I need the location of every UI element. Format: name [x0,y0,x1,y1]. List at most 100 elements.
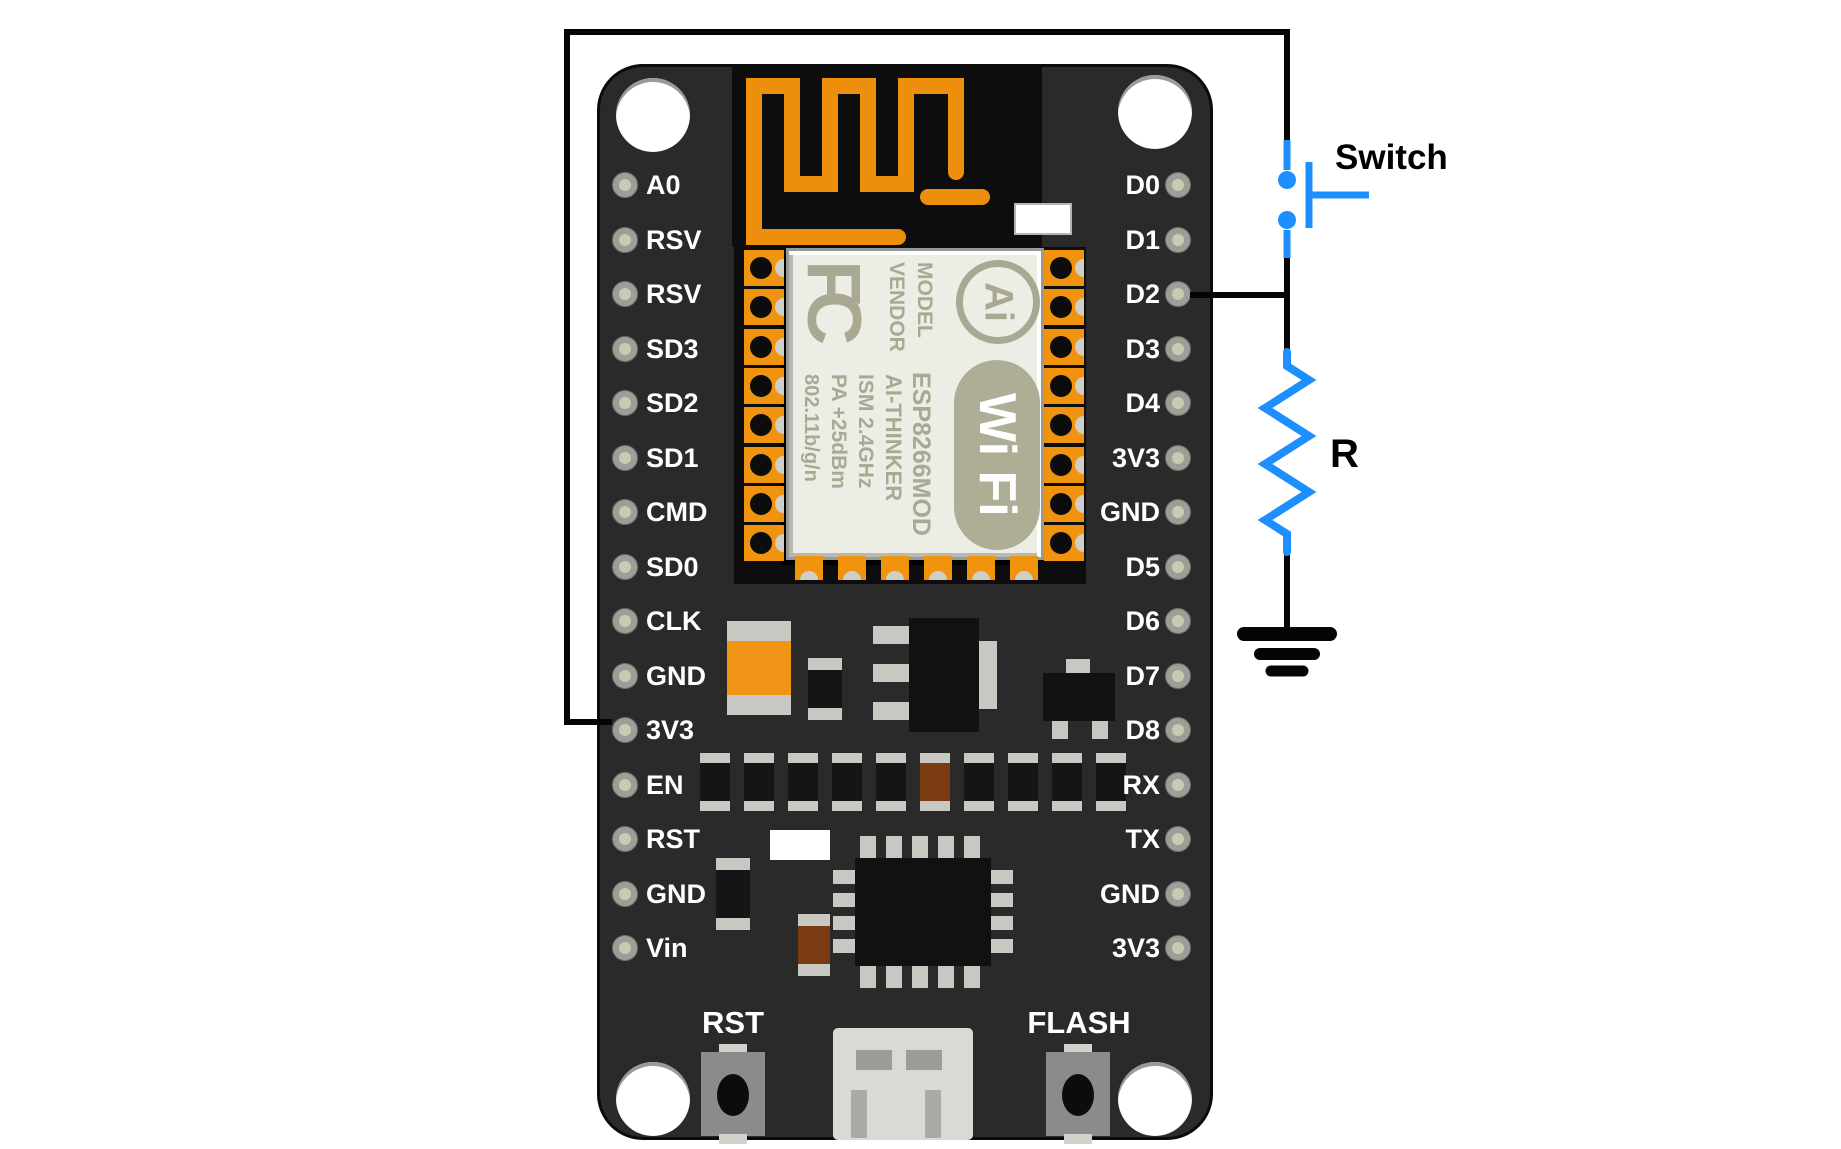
left-pin-label: SD2 [646,388,699,418]
rst-button-label: RST [702,1005,764,1040]
right-pin-dot [1165,281,1191,307]
smd-component [920,753,950,811]
right-pin-dot [1165,553,1191,580]
mounting-hole [1118,1062,1192,1136]
right-pin-dot [1165,172,1191,198]
regulator-lead [873,702,909,720]
right-pin-label: D7 [1125,660,1160,691]
ai-thinker-logo: Ai [956,260,1040,344]
rst-button-actuator [717,1074,749,1116]
module-pad [744,367,784,404]
smd-component [832,753,862,811]
right-pin-label: 3V3 [1111,442,1160,473]
right-pin-dot [1165,390,1191,416]
wire-3v3-to-switch [564,29,1290,725]
module-pad [744,446,784,483]
resistor-label: R [1330,432,1359,476]
left-pin-label: 3V3 [646,715,695,745]
left-pin-dot [612,281,638,307]
voltage-regulator [909,618,979,732]
left-pin-label: RST [646,824,700,854]
smd-component [716,858,750,930]
right-pin-dot [1165,499,1191,525]
right-pin-label: TX [1125,824,1160,854]
wifi-logo: Wi Fi [954,360,1040,550]
module-pad [744,328,784,365]
right-pin-label: D6 [1125,606,1160,636]
left-pin-label: RSV [646,279,702,309]
module-maker-text: AI-THINKER [881,374,906,502]
smd-component [964,753,994,811]
ground-icon [1237,627,1337,677]
smd-component [770,830,830,860]
right-pin-dot [1165,662,1191,689]
usb-detail [925,1090,941,1138]
smd-component [876,753,906,811]
module-pad [744,485,784,522]
module-pad [924,556,952,580]
right-pin-dot [1165,880,1191,907]
right-pin-dot [1165,935,1191,961]
left-pin-dot [612,335,638,362]
left-pin-dot [612,553,638,580]
left-pin-label: EN [646,769,684,800]
module-pad [795,556,823,580]
left-pin-dot [612,444,638,471]
right-pin-label: D1 [1125,224,1160,255]
transistor-lead [1066,659,1090,675]
right-pin-dot [1165,335,1191,362]
module-pad [1044,289,1084,326]
resistor-icon [1257,348,1317,556]
mounting-hole [1118,75,1192,149]
module-pad [967,556,995,580]
right-pin-label: D0 [1125,170,1160,200]
left-pin-label: RSV [646,224,702,255]
usb-detail [906,1050,942,1070]
module-pad [1044,485,1084,522]
capacitor [727,621,791,715]
right-pin-label: GND [1100,878,1160,909]
switch-icon [1278,140,1369,258]
button-contact [719,1044,747,1054]
smd-component [1014,203,1072,235]
left-pin-dot [612,771,638,798]
smd-component [700,753,730,811]
left-pin-label: GND [646,660,706,691]
module-pad [1044,525,1084,562]
module-pad [838,556,866,580]
right-pin-dot [1165,771,1191,798]
flash-button-label: FLASH [1027,1005,1131,1040]
switch-label: Switch [1335,138,1448,177]
hookup-wires [564,29,1290,725]
qfp-leads [833,870,855,958]
smd-component [744,753,774,811]
left-pin-label: CLK [646,606,702,636]
right-pin-label: D8 [1125,715,1160,745]
right-pin-dot [1165,826,1191,852]
left-pin-label: GND [646,878,706,909]
module-ism-text: ISM 2.4GHz [854,374,877,489]
antenna-trace [746,78,990,245]
transistor-lead [1052,721,1068,739]
usb-detail [856,1050,892,1070]
mounting-hole [616,1062,690,1136]
right-pin-dot [1165,444,1191,471]
right-pin-dot [1165,717,1191,743]
module-part-text: ESP8266MOD [907,372,935,536]
usb-uart-chip [855,858,991,966]
module-pad [1044,250,1084,286]
module-pad [1010,556,1038,580]
left-pin-label: SD0 [646,551,699,582]
transistor [1043,673,1115,721]
left-pin-dot [612,226,638,253]
qfp-leads [860,966,986,988]
right-pin-label: D5 [1125,551,1160,582]
module-pad [881,556,909,580]
regulator-lead [873,626,909,644]
module-pad [1044,446,1084,483]
left-pin-dot [612,662,638,689]
antenna-region [732,64,1042,247]
regulator-lead [873,664,909,682]
right-pin-label: D2 [1125,279,1160,309]
